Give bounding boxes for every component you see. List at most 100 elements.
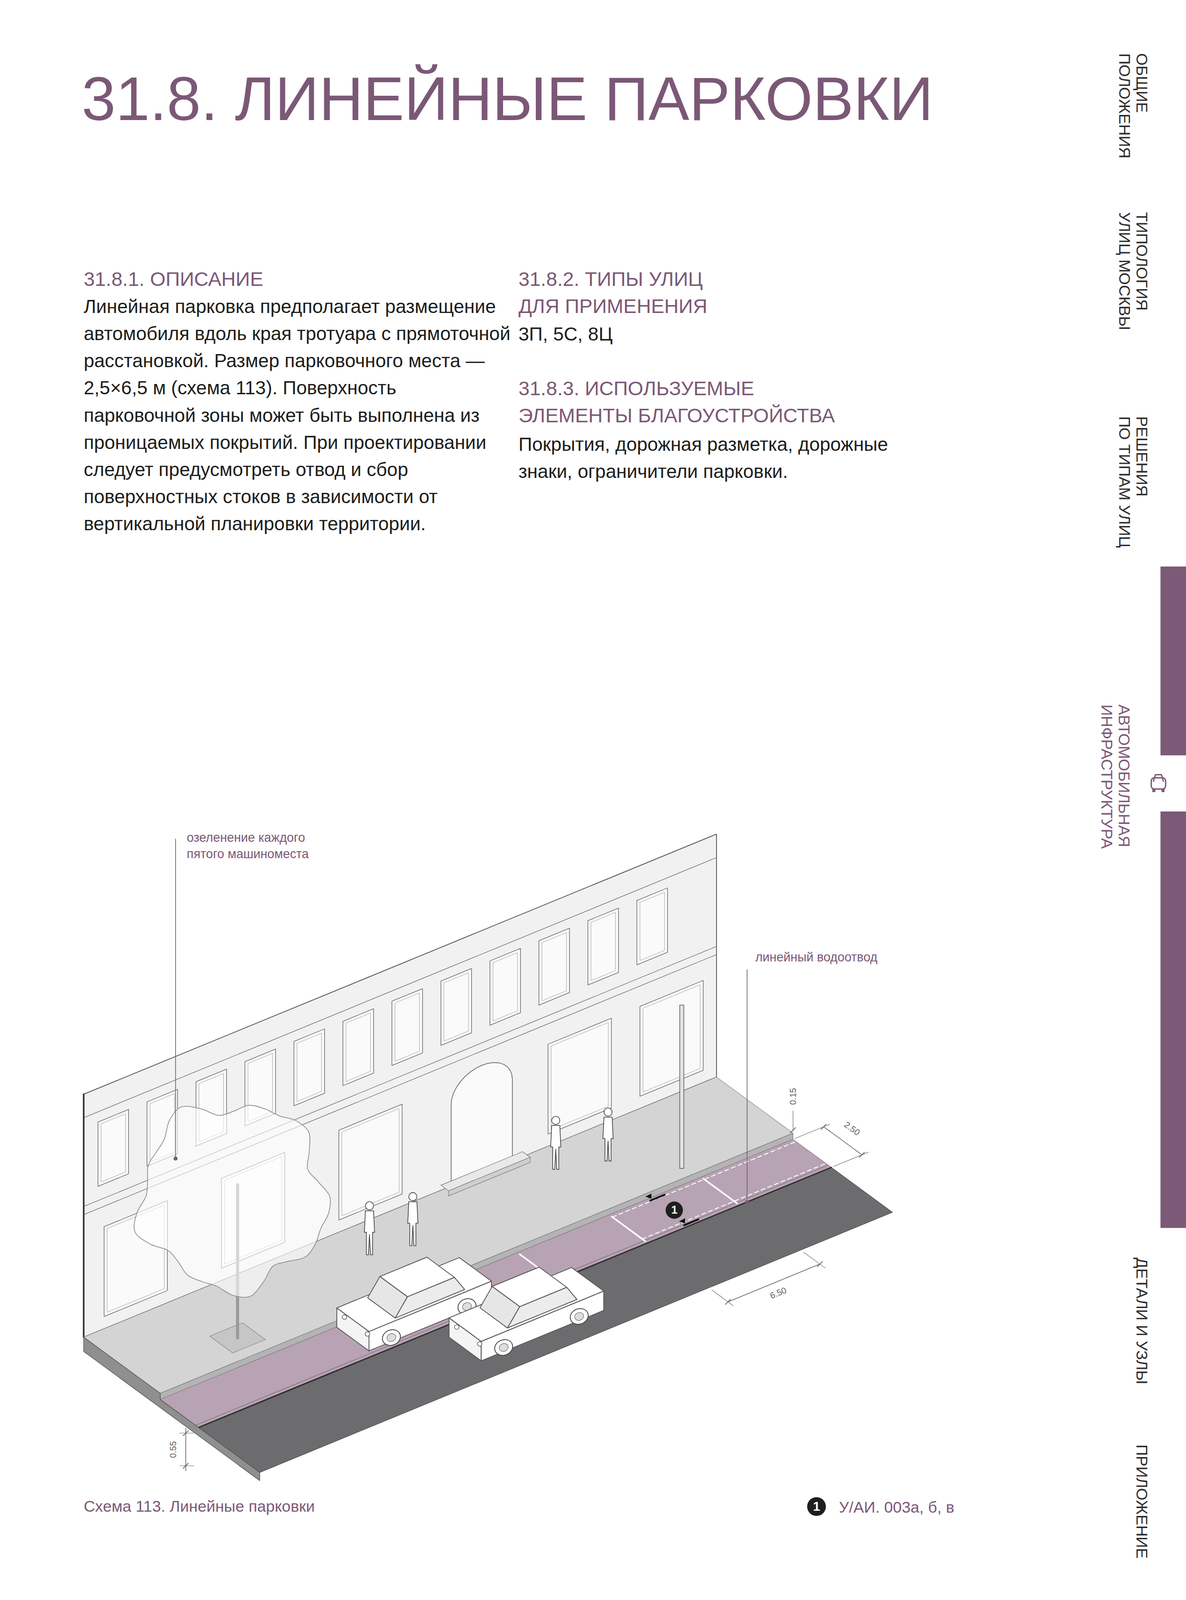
window-frame	[643, 984, 701, 1092]
text-label: Линейная парковка предполагает размещени…	[83, 292, 513, 538]
extension-line	[803, 1252, 826, 1269]
figure-caption-holder: Схема 113. Линейные парковки	[83, 1496, 315, 1517]
text-label-holder: Покрытия, дорожная разметка, дорожные зн…	[518, 430, 927, 485]
page-title-holder: 31.8. ЛИНЕЙНЫЕ ПАРКОВКИ	[81, 65, 934, 133]
car-body	[448, 1267, 604, 1342]
dimension-label: 2.50	[840, 1118, 863, 1139]
lamp-pole	[679, 1005, 684, 1169]
section-tab-label-holder: ТИПОЛОГИЯ УЛИЦ МОСКВЫ	[1115, 212, 1151, 331]
parking-line	[612, 1141, 796, 1218]
section-tab-label: ОБЩИЕ ПОЛОЖЕНИЯ	[1115, 53, 1151, 159]
window	[293, 1028, 325, 1106]
section-mark	[650, 1194, 665, 1201]
window	[391, 988, 423, 1066]
section-tab-bar	[1160, 811, 1186, 1228]
window-frame	[541, 932, 567, 1001]
text-label-holder: У/АИ. 003а, б, в	[838, 1497, 955, 1518]
dimension-line	[823, 1126, 862, 1155]
window	[539, 928, 570, 1006]
car-wheel	[497, 1342, 510, 1353]
window-frame	[341, 1108, 399, 1216]
text-label-holder: 3П, 5С, 8Ц	[518, 320, 613, 348]
callout-circle: 1	[807, 1497, 826, 1516]
window	[588, 908, 619, 986]
pedestrian	[551, 1116, 560, 1125]
extension-line	[795, 1124, 830, 1139]
pedestrian	[365, 1201, 374, 1210]
dimension-line	[185, 1427, 186, 1471]
dimension-tick	[183, 1430, 189, 1436]
leader-dot	[173, 1156, 178, 1161]
window-frame	[639, 892, 665, 961]
parking-line	[642, 1163, 826, 1240]
text-label-holder: 31.8.3. ИСПОЛЬЗУЕМЫЕ ЭЛЕМЕНТЫ БЛАГОУСТРО…	[518, 374, 835, 429]
car-wheel	[385, 1332, 398, 1343]
window	[338, 1104, 402, 1221]
dimension-line	[727, 1264, 820, 1302]
window-frame	[100, 1113, 126, 1182]
section-tab-bar	[1160, 566, 1186, 756]
car-icon	[1153, 774, 1164, 782]
section-tab-label: ПРИЛОЖЕНИЕ	[1132, 1444, 1151, 1559]
window	[547, 1018, 611, 1135]
text-label-holder: озеленение каждого пятого машиноместа	[186, 829, 309, 863]
section-tab-label: ТИПОЛОГИЯ УЛИЦ МОСКВЫ	[1115, 212, 1151, 331]
dimension-tick	[183, 1462, 189, 1469]
callout-number: 1	[671, 1204, 678, 1216]
wall-edge	[82, 1093, 85, 1337]
entrance-step	[448, 1157, 531, 1196]
section-tab-label: РЕШЕНИЯ ПО ТИПАМ УЛИЦ	[1115, 416, 1151, 548]
text-label: озеленение каждого пятого машиноместа	[186, 829, 309, 863]
dimension-line	[792, 1110, 794, 1131]
callout-number: 1	[812, 1499, 820, 1513]
pedestrian	[603, 1116, 614, 1161]
text-label: 31.8.1. ОПИСАНИЕ	[83, 265, 263, 293]
dimension-tick	[725, 1299, 731, 1305]
extension-line	[833, 1152, 868, 1167]
tree-canopy	[134, 1105, 331, 1298]
window	[639, 980, 704, 1097]
pedestrian	[550, 1125, 562, 1170]
ground-section	[83, 1336, 260, 1481]
car-wheel	[568, 1305, 591, 1327]
window	[490, 948, 521, 1026]
callout-circle: 1	[665, 1201, 683, 1219]
car-icon	[1161, 788, 1165, 793]
section-arrow	[679, 1218, 686, 1224]
entrance-step	[440, 1151, 531, 1191]
parking-line	[611, 1216, 646, 1242]
parking-line	[703, 1178, 738, 1204]
window	[440, 968, 472, 1046]
section-tab-label: АВТОМОБИЛЬНАЯ ИНФРАСТРУКТУРА	[1098, 704, 1133, 849]
window	[636, 887, 668, 966]
text-label-holder: линейный водоотвод	[755, 949, 878, 966]
extension-line	[711, 1290, 734, 1307]
car-headlight	[454, 1324, 460, 1330]
pedestrian	[407, 1201, 419, 1246]
text-label: 31.8.2. ТИПЫ УЛИЦ ДЛЯ ПРИМЕНЕНИЯ	[518, 265, 708, 320]
window-frame	[443, 972, 469, 1041]
cornice-line	[83, 857, 717, 1118]
section-mark	[684, 1219, 699, 1226]
leader-line	[175, 838, 177, 1157]
page-title: 31.8. ЛИНЕЙНЫЕ ПАРКОВКИ	[81, 65, 934, 133]
figure-caption: Схема 113. Линейные парковки	[83, 1496, 315, 1517]
pedestrian	[603, 1107, 612, 1116]
car-wheel	[380, 1327, 404, 1349]
window-frame	[551, 1022, 609, 1130]
section-arrow	[645, 1193, 652, 1199]
dimension-tick	[790, 1127, 796, 1133]
car-roof	[492, 1266, 568, 1307]
dimension-label-holder: 0.15	[788, 1086, 799, 1107]
pedestrian	[408, 1192, 417, 1201]
text-label-holder: Линейная парковка предполагает размещени…	[83, 292, 513, 538]
dimension-label: 0.55	[168, 1439, 179, 1460]
text-label: У/АИ. 003а, б, в	[838, 1497, 955, 1518]
dimension-label-holder: 0.55	[168, 1439, 179, 1460]
text-label: 31.8.3. ИСПОЛЬЗУЕМЫЕ ЭЛЕМЕНТЫ БЛАГОУСТРО…	[518, 374, 835, 429]
text-label: Покрытия, дорожная разметка, дорожные зн…	[518, 430, 927, 485]
car-headlight	[342, 1314, 348, 1320]
extension-line	[179, 1465, 195, 1466]
